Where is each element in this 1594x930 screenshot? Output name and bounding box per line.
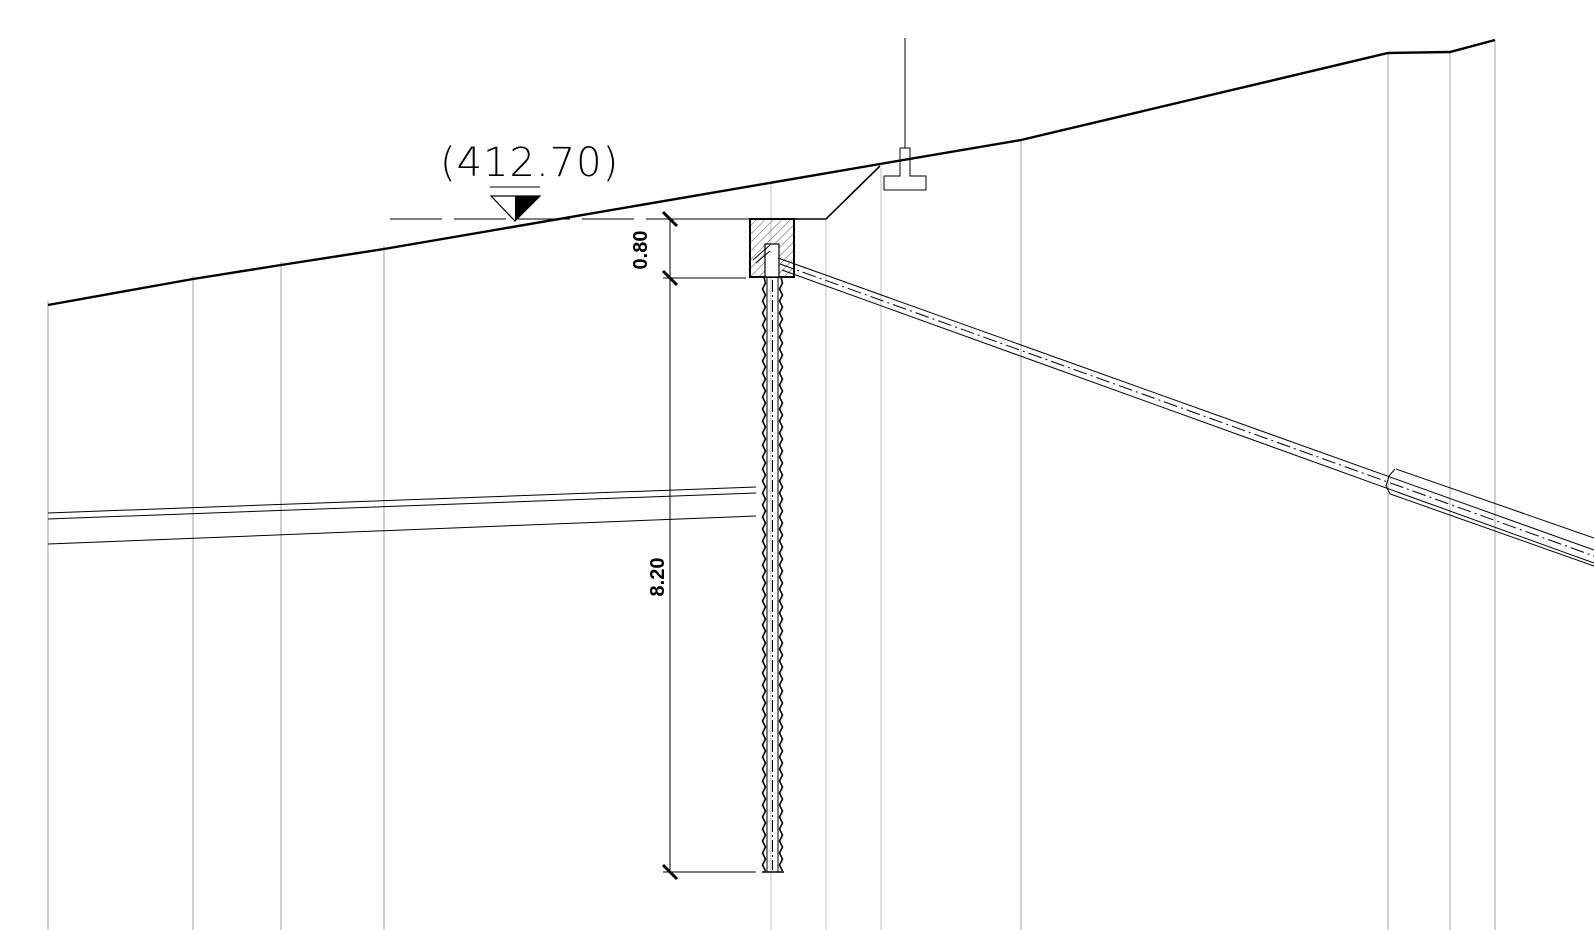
capping-beam (749, 218, 795, 278)
dimension-top-label: 0.80 (630, 231, 652, 270)
survey-stake-icon (883, 38, 927, 191)
dimension-chain (661, 210, 756, 881)
waler-beam (47, 486, 757, 545)
elevation-label: (412.70) (440, 140, 619, 186)
dimension-bottom-label: 8.20 (647, 558, 669, 597)
vertical-grid-lines (47, 40, 1496, 930)
pile (761, 276, 784, 873)
elevation-marker-icon (489, 186, 542, 222)
ground-profile (47, 38, 1496, 307)
ground-anchor (752, 244, 1594, 567)
